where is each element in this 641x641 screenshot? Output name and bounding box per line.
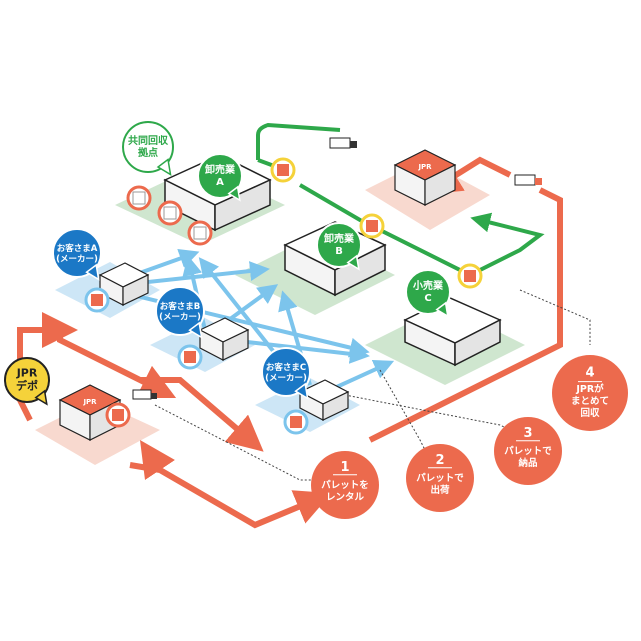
pallet-box-icon bbox=[105, 402, 131, 428]
truck-icon bbox=[329, 137, 357, 149]
step-3: 3 パレットで納品 bbox=[494, 417, 562, 485]
step-text: パレットで出荷 bbox=[416, 472, 464, 496]
customer-b-building bbox=[198, 317, 250, 361]
trucks bbox=[132, 137, 542, 400]
signs: JPR JPR bbox=[82, 163, 432, 406]
bubble-customer-c: お客さまC(メーカー) bbox=[261, 347, 311, 400]
bubble-customer-a: お客さまA(メーカー) bbox=[52, 228, 102, 281]
step-text: パレットをレンタル bbox=[321, 479, 369, 503]
pallet-box-icon bbox=[270, 157, 296, 183]
sign-depot-sign: JPR bbox=[82, 398, 97, 406]
pallet-box-icon bbox=[177, 344, 203, 370]
step-number: 3 bbox=[523, 426, 532, 441]
pallet-box-icon bbox=[84, 287, 110, 313]
pallet-box-icon bbox=[359, 213, 385, 239]
pallet-box-icon bbox=[157, 200, 183, 226]
truck-icon bbox=[514, 174, 542, 186]
buildings bbox=[58, 149, 502, 441]
step-2: 2 パレットで出荷 bbox=[406, 444, 474, 512]
pallet-icons bbox=[84, 157, 483, 435]
step-1: 1 パレットをレンタル bbox=[311, 451, 379, 519]
customer-a-building bbox=[98, 262, 150, 306]
pallet-box-icon bbox=[126, 185, 152, 211]
pallet-box-icon bbox=[187, 220, 213, 246]
bubble-label-hub-bubble: 共同回収拠点 bbox=[128, 134, 169, 159]
pallet-box-icon bbox=[283, 409, 309, 435]
customer-c-building bbox=[298, 379, 350, 421]
step-text: JPRがまとめて回収 bbox=[571, 383, 609, 419]
step-text: パレットで納品 bbox=[504, 445, 552, 469]
sign-hub-sign: JPR bbox=[417, 163, 432, 171]
collection-hub-building bbox=[393, 149, 457, 206]
bubble-label-customer-b: お客さまB(メーカー) bbox=[159, 300, 201, 322]
step-number: 4 bbox=[585, 366, 594, 381]
bubble-hub-bubble: 共同回収拠点 bbox=[122, 121, 174, 176]
step-number: 1 bbox=[340, 460, 349, 475]
bubble-customer-b: お客さまB(メーカー) bbox=[155, 286, 205, 339]
pallet-box-icon bbox=[457, 263, 483, 289]
bubble-label-customer-a: お客さまA(メーカー) bbox=[56, 242, 98, 264]
step-number: 2 bbox=[435, 453, 444, 468]
bubble-label-customer-c: お客さまC(メーカー) bbox=[265, 361, 307, 383]
truck-icon bbox=[132, 389, 157, 400]
